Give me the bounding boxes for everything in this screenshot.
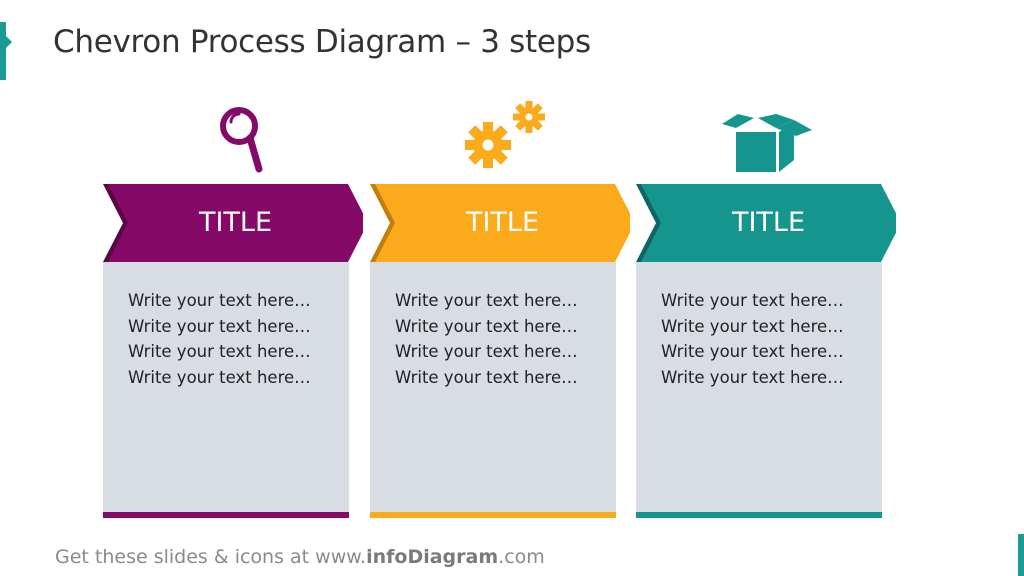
- text-line: Write your text here…: [128, 291, 311, 310]
- text-line: Write your text here…: [128, 316, 311, 336]
- footer-prefix: Get these slides & icons at www.: [55, 546, 367, 568]
- process-step-1: TITLE Write your text here… Write your t…: [103, 100, 363, 525]
- text-line: Write your text here…: [661, 367, 844, 387]
- text-line: Write your text here…: [395, 291, 578, 310]
- chevron-shape: [636, 184, 896, 262]
- step-underline: [636, 512, 882, 518]
- step-title: TITLE: [731, 207, 806, 238]
- step-underline: [370, 512, 616, 518]
- gears-icon: [465, 101, 545, 168]
- magnifier-icon: [220, 107, 263, 173]
- text-line: Write your text here…: [661, 291, 844, 310]
- right-accent-marker: [1018, 534, 1024, 576]
- open-box-icon: [722, 114, 812, 172]
- step-card: Write your text here… Write your text he…: [370, 262, 616, 512]
- left-accent-marker: [0, 22, 12, 80]
- text-line: Write your text here…: [128, 342, 311, 361]
- chevron-shape: [103, 184, 363, 262]
- step-title: TITLE: [198, 207, 273, 238]
- footer-suffix: .com: [498, 546, 545, 568]
- step-underline: [103, 512, 349, 518]
- text-line: Write your text here…: [128, 367, 311, 387]
- step-card: Write your text here… Write your text he…: [636, 262, 882, 512]
- footer-brand: infoDiagram: [366, 546, 499, 568]
- text-line: Write your text here…: [395, 367, 578, 387]
- process-step-3: TITLE Write your text here… Write your t…: [636, 100, 896, 525]
- process-step-2: TITLE Write your text here… Write your t…: [370, 100, 630, 525]
- step-title: TITLE: [465, 207, 540, 238]
- step-card: Write your text here… Write your text he…: [103, 262, 349, 512]
- chevron-shape: [370, 184, 630, 262]
- text-line: Write your text here…: [395, 316, 578, 336]
- text-line: Write your text here…: [661, 342, 844, 361]
- text-line: Write your text here…: [395, 342, 578, 361]
- text-line: Write your text here…: [661, 316, 844, 336]
- footer-credit: Get these slides & icons at www.infoDiag…: [55, 546, 545, 568]
- slide-title: Chevron Process Diagram – 3 steps: [53, 24, 591, 60]
